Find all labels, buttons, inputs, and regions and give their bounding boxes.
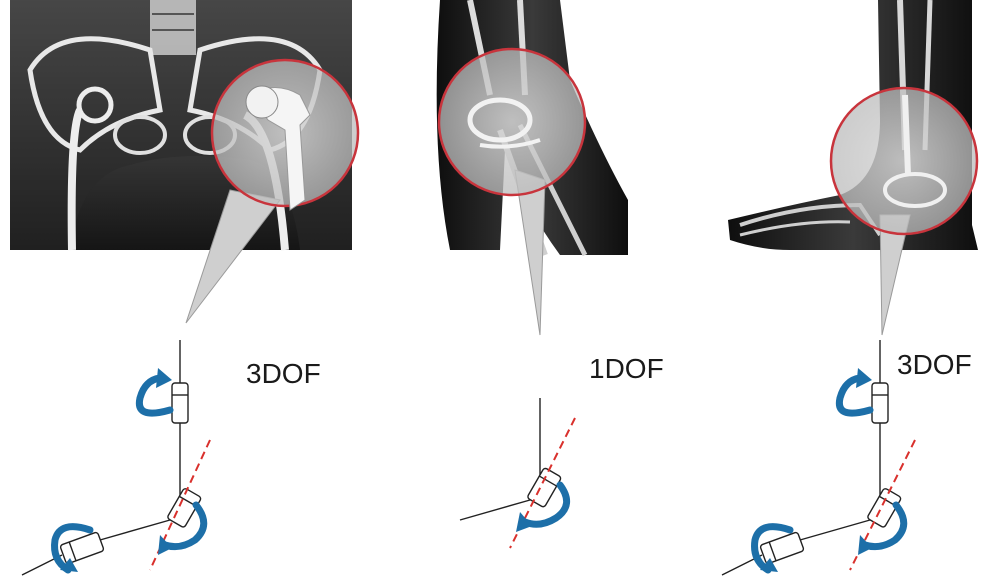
knee-dof-label: 1DOF	[589, 353, 664, 384]
hip-joint-mechanism	[22, 340, 210, 575]
ankle-magnifier	[831, 88, 977, 335]
ankle-dof-label: 3DOF	[897, 349, 972, 380]
hip-dof-label: 3DOF	[246, 358, 321, 389]
ankle-joint-mechanism	[722, 340, 915, 575]
